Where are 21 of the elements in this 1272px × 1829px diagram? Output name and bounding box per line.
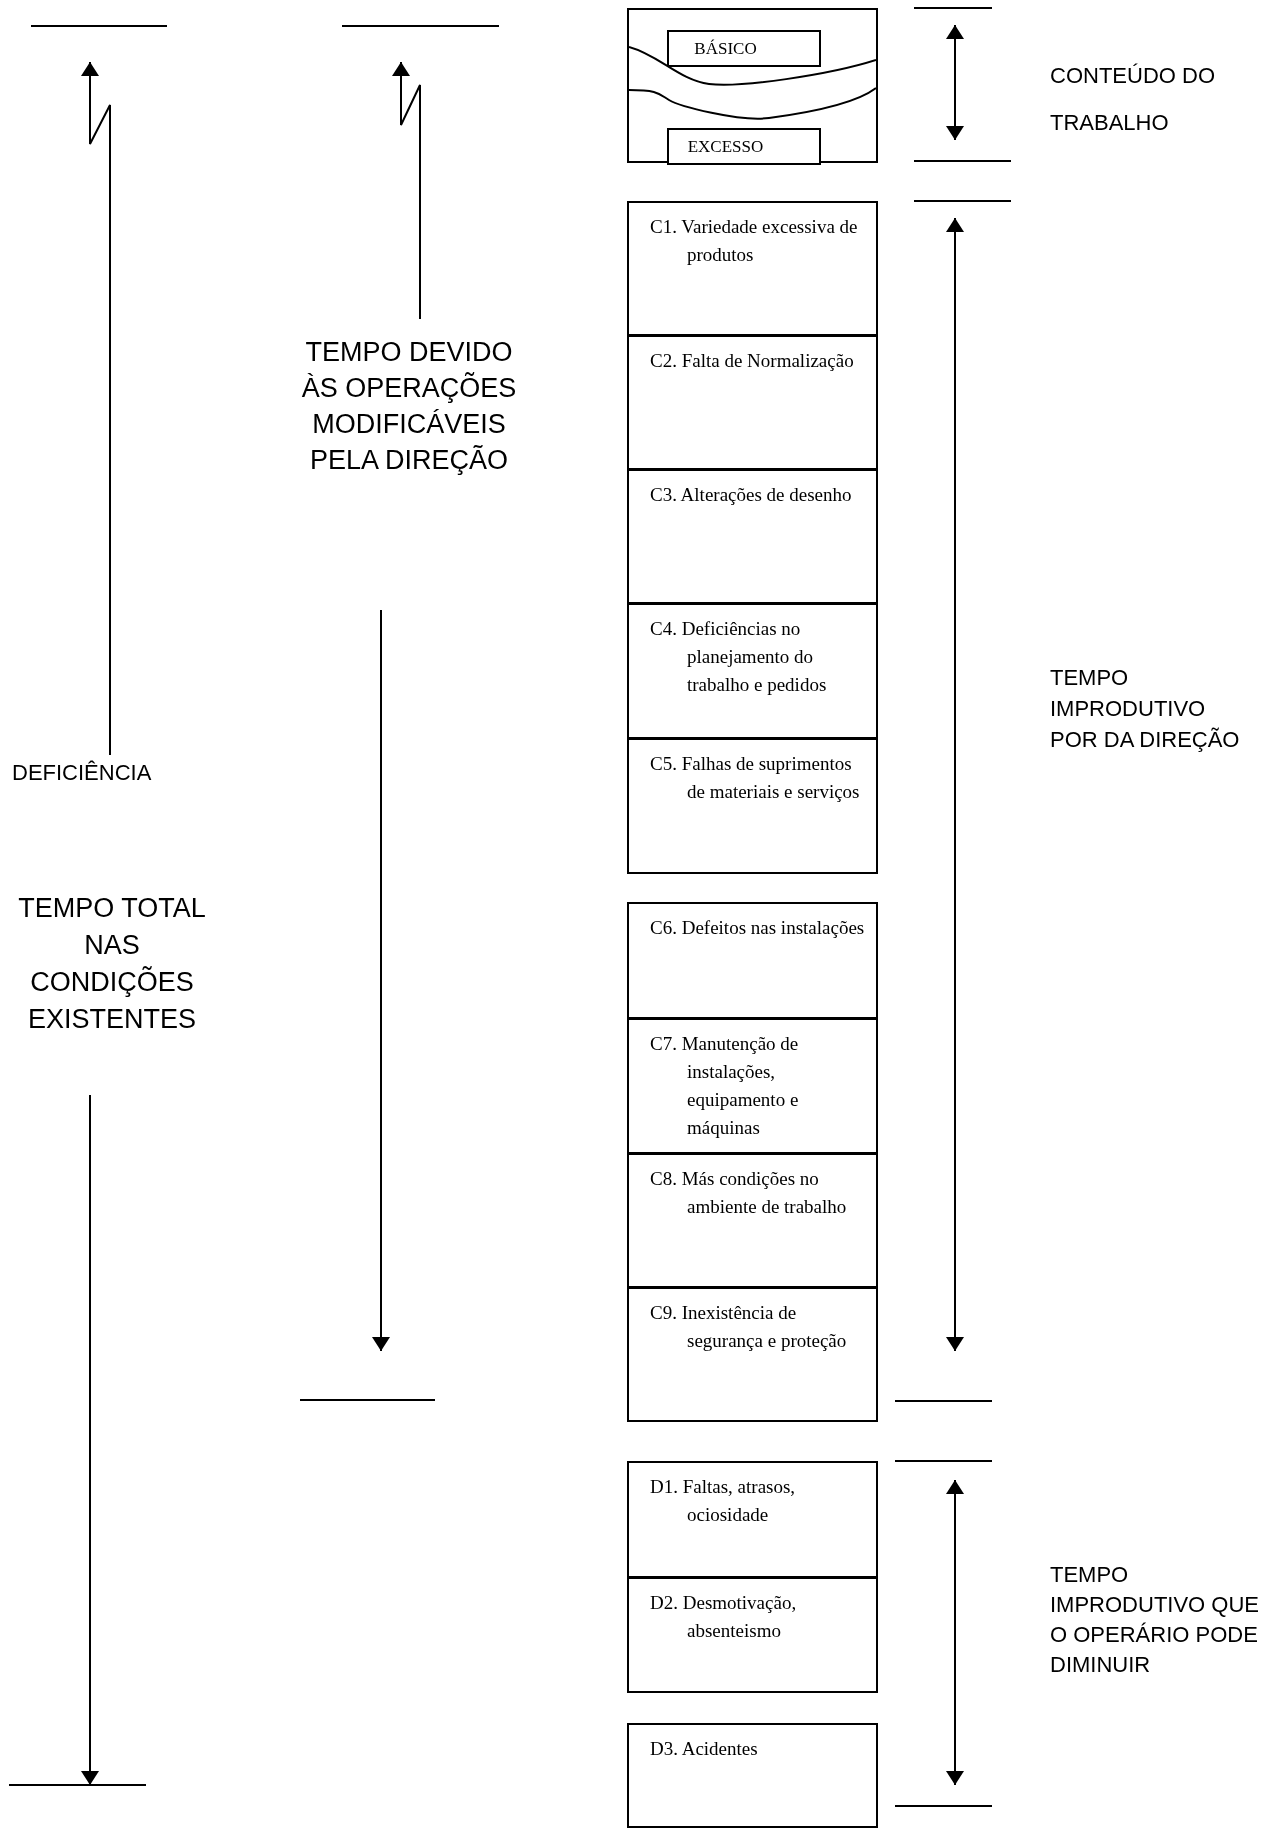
dimension-label: TEMPO TOTAL NAS CONDIÇÕES EXISTENTES	[17, 892, 207, 1036]
cause-box: C8. Más condições no ambiente de trabalho	[627, 1153, 878, 1288]
cause-box: C9. Inexistência de segurança e proteção	[627, 1287, 878, 1422]
dimension-label: TEMPO DEVIDO ÀS OPERAÇÕES MODIFICÁVEIS PELA DIREÇÃO	[300, 336, 518, 477]
cause-box: C2. Falta de Normalização	[627, 335, 878, 470]
dimension-label: TEMPO IMPRODUTIVO QUE O OPERÁRIO PODE DIMINUIR	[1050, 1561, 1260, 1679]
dimension-label: DEFICIÊNCIA	[12, 759, 153, 787]
cause-box: C5. Falhas de suprimentos de materiais e serviços	[627, 738, 878, 874]
cause-box: C4. Deficiências no planejamento do trabalho e pedidos	[627, 603, 878, 739]
cause-box: C7. Manutenção de instalações, equipamento e máquinas	[627, 1018, 878, 1154]
cause-box: C6. Defeitos nas instalações	[627, 902, 878, 1019]
cause-box: C1. Variedade excessiva de produtos	[627, 201, 878, 336]
label-box: BÁSICO	[667, 30, 821, 67]
label-box: EXCESSO	[667, 128, 821, 165]
cause-box: C3. Alterações de desenho	[627, 469, 878, 604]
cause-box: D2. Desmotivação, absenteismo	[627, 1577, 878, 1693]
cause-box: D1. Faltas, atrasos, ociosidade	[627, 1461, 878, 1578]
dimension-label: CONTEÚDO DO TRABALHO	[1050, 62, 1216, 137]
cause-box: D3. Acidentes	[627, 1723, 878, 1828]
dimension-label: TEMPO IMPRODUTIVO POR DA DIREÇÃO	[1050, 664, 1241, 754]
content-box	[627, 8, 878, 163]
